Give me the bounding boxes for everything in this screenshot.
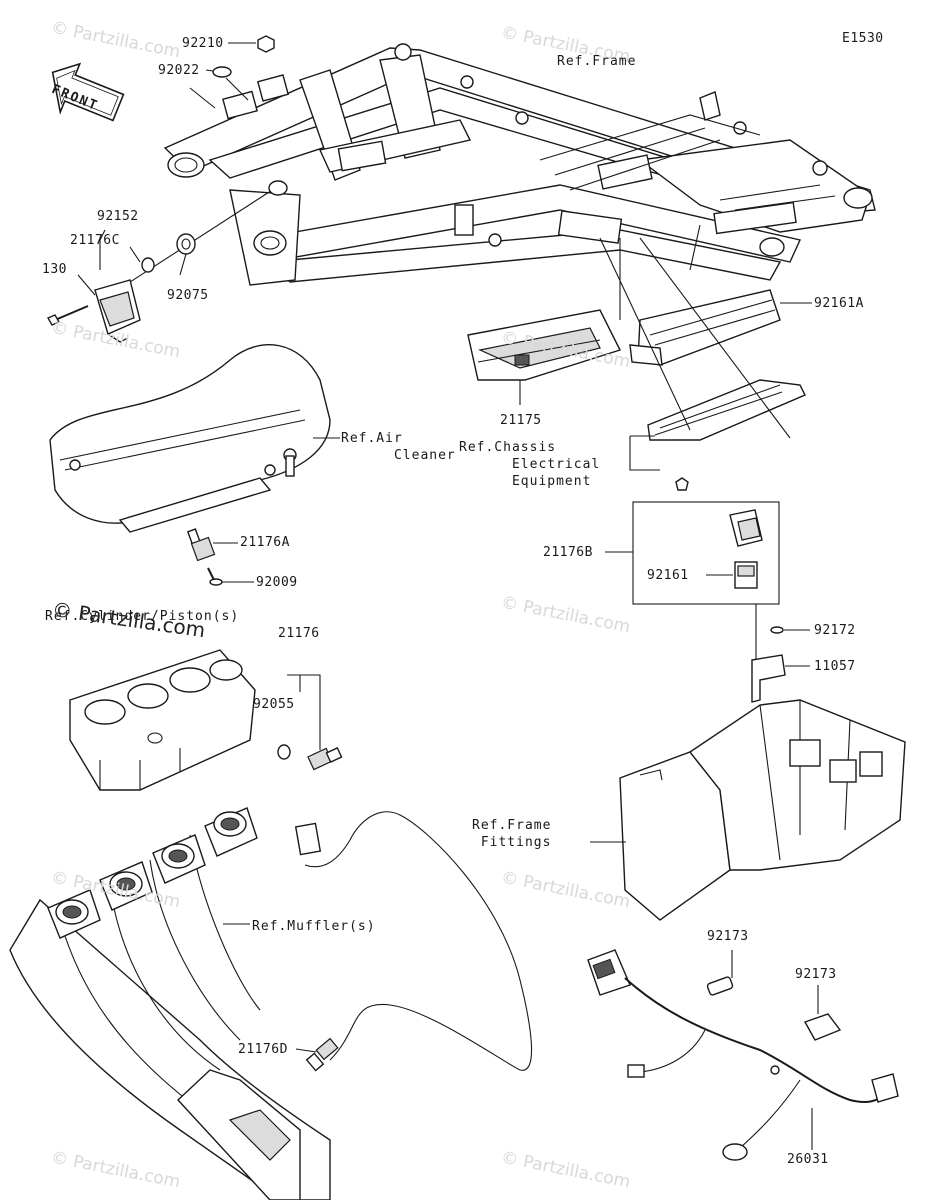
ref-frame-label[interactable]: Ref.Frame: [557, 54, 637, 69]
part-callout-21176c[interactable]: 21176C: [70, 233, 120, 248]
ref-frame-fittings-label[interactable]: Ref.Frame Fittings: [472, 818, 552, 850]
ref-chassis-electrical-label[interactable]: Ref.Chassis Electrical Equipment: [459, 440, 601, 489]
part-callout-92152[interactable]: 92152: [97, 209, 139, 224]
part-callout-92161a[interactable]: 92161A: [814, 296, 864, 311]
sensor-21176-icon: [307, 747, 343, 771]
dampers-group: [109, 180, 288, 296]
part-callout-92173-a[interactable]: 92173: [707, 929, 749, 944]
ecu-holder-92161a-icon: [629, 289, 812, 366]
front-arrow-icon: [51, 62, 125, 122]
ecu-21175-icon: [467, 309, 621, 405]
exhaust-flange-2-icon: [99, 861, 153, 911]
part-callout-21176a[interactable]: 21176A: [240, 535, 290, 550]
exhaust-flange-3-icon: [152, 834, 206, 884]
part-callout-92009[interactable]: 92009: [256, 575, 298, 590]
diagram-code: E1530: [842, 31, 884, 46]
part-callout-11057[interactable]: 11057: [814, 659, 856, 674]
part-callout-92173-b[interactable]: 92173: [795, 967, 837, 982]
sensor-21176a-icon: [186, 528, 238, 562]
muffler-illustration: [9, 807, 331, 1200]
frame-illustration: [163, 43, 876, 286]
nut-92210-icon: [228, 35, 275, 53]
ref-muffler-label[interactable]: Ref.Muffler(s): [252, 919, 376, 934]
part-callout-92022[interactable]: 92022: [158, 63, 200, 78]
ref-cylinder-piston-label[interactable]: Ref.Cylinder/Piston(s): [45, 609, 240, 624]
cylinder-illustration: [69, 649, 256, 791]
clamp-92173-a-icon: [706, 950, 734, 996]
part-callout-21176[interactable]: 21176: [278, 626, 320, 641]
part-callout-92075[interactable]: 92075: [167, 288, 209, 303]
chassis-bracket-icon: [647, 379, 806, 491]
part-callout-92210[interactable]: 92210: [182, 36, 224, 51]
part-callout-92161[interactable]: 92161: [647, 568, 689, 583]
part-callout-130[interactable]: 130: [42, 262, 67, 277]
sensor-21176c-icon: [94, 279, 141, 343]
part-callout-92172[interactable]: 92172: [814, 623, 856, 638]
exhaust-flange-1-icon: [47, 889, 101, 939]
o2-sensor-21176d-icon: [294, 811, 533, 1072]
washer-92022-icon: [189, 66, 249, 109]
part-callout-26031[interactable]: 26031: [787, 1152, 829, 1167]
air-cleaner-illustration: [49, 344, 331, 533]
frame-fittings-tray-illustration: [619, 699, 906, 921]
exhaust-flange-4-icon: [204, 807, 258, 857]
part-callout-21176d[interactable]: 21176D: [238, 1042, 288, 1057]
screw-92172-icon: [770, 626, 810, 634]
bracket-11057-icon: [751, 654, 810, 703]
harness-26031-icon: [587, 949, 899, 1161]
ref-air-cleaner-label[interactable]: Ref.Air Cleaner: [341, 431, 456, 463]
screw-92009-icon: [207, 567, 254, 586]
part-callout-21175[interactable]: 21175: [500, 413, 542, 428]
part-callout-21176b[interactable]: 21176B: [543, 545, 593, 560]
washer-92055-icon: [277, 744, 291, 760]
relay-box-21176b: [605, 501, 780, 605]
bolt-130-icon: [47, 305, 89, 326]
clamp-92173-b-icon: [803, 985, 842, 1041]
part-callout-92055[interactable]: 92055: [253, 697, 295, 712]
